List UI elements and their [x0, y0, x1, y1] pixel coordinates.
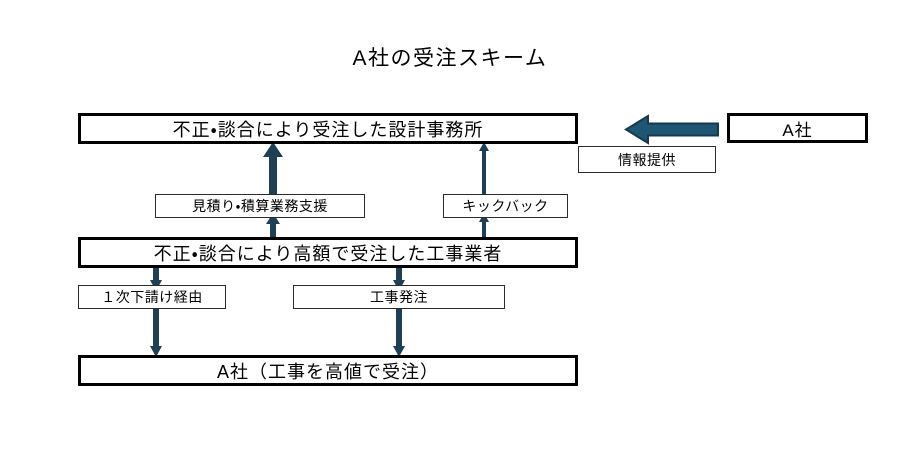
arrow-first-tier-sub-to-company-a	[148, 309, 164, 357]
arrow-contractor-to-first-tier-sub	[148, 263, 164, 291]
node-company-a-right-label: A社	[782, 120, 813, 140]
label-first-tier-sub[interactable]: １次下請け経由	[78, 285, 226, 309]
label-kickback[interactable]: キックバック	[443, 194, 568, 218]
label-first-tier-sub-text: １次下請け経由	[101, 289, 203, 305]
arrow-estimate-support-to-design-office	[261, 142, 285, 198]
label-estimate-support-text: 見積り・積算業務支援	[192, 198, 328, 214]
node-design-office-label: 不正・談合により受注した設計事務所	[172, 119, 484, 140]
arrow-kickback-to-design-office	[477, 142, 491, 198]
label-estimate-support[interactable]: 見積り・積算業務支援	[155, 194, 365, 218]
arrow-contractor-to-kickback	[477, 213, 491, 248]
node-company-a-bottom-label: A社（工事を高値で受注）	[216, 361, 439, 382]
node-company-a-bottom[interactable]: A社（工事を高値で受注）	[78, 355, 578, 386]
label-kickback-text: キックバック	[462, 198, 549, 214]
label-construction-order[interactable]: 工事発注	[293, 285, 505, 309]
block-arrow-information-provision	[624, 113, 720, 146]
node-company-a-right[interactable]: A社	[727, 113, 868, 143]
arrow-contractor-to-construction-order	[391, 263, 407, 291]
label-construction-order-text: 工事発注	[370, 289, 428, 305]
label-information-provision-text: 情報提供	[618, 151, 676, 168]
page-title: A社の受注スキーム	[352, 47, 548, 70]
node-contractor[interactable]: 不正・談合により高額で受注した工事業者	[78, 237, 578, 268]
label-information-provision[interactable]: 情報提供	[578, 146, 716, 173]
arrow-contractor-to-estimate-support	[263, 213, 283, 248]
arrow-construction-order-to-company-a	[391, 309, 407, 357]
node-contractor-label: 不正・談合により高額で受注した工事業者	[153, 243, 503, 264]
node-design-office[interactable]: 不正・談合により受注した設計事務所	[78, 113, 578, 144]
